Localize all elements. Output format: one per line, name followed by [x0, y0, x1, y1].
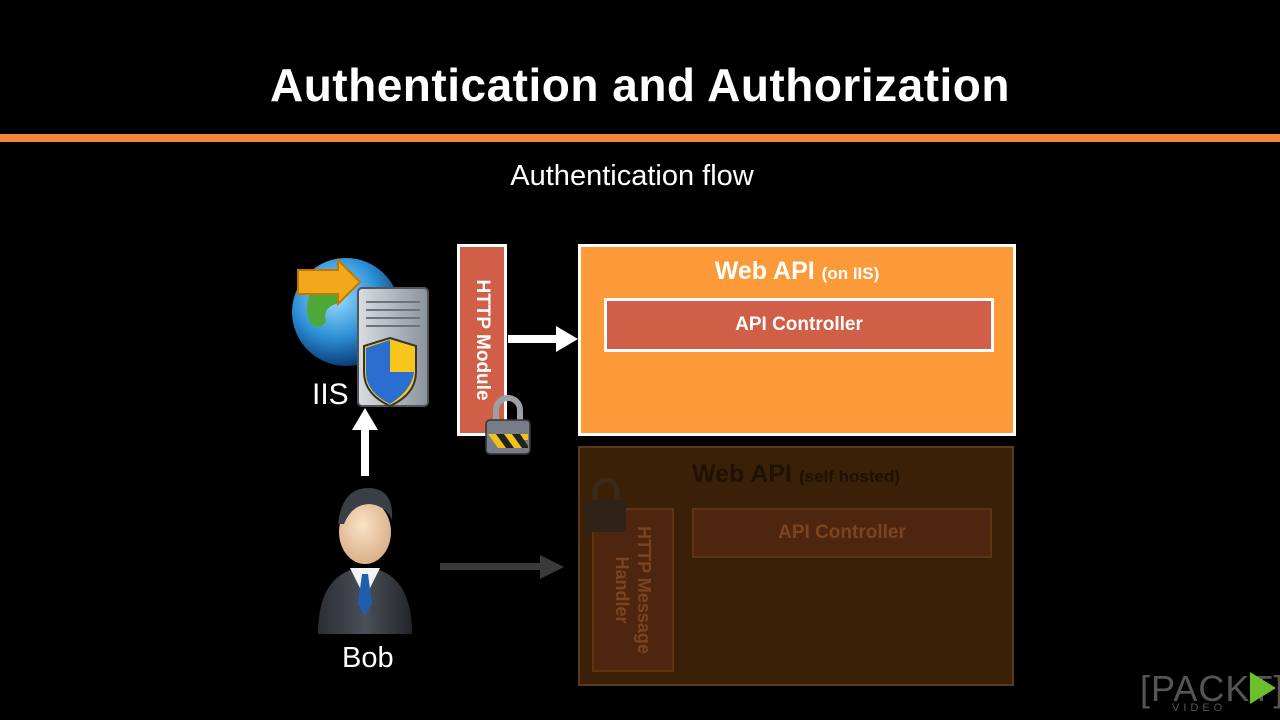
- faded-padlock-icon: [586, 477, 626, 532]
- user-bob-icon: [318, 488, 412, 634]
- web-api-iis-qualifier: (on IIS): [821, 264, 880, 283]
- iis-server-icon: [292, 257, 429, 408]
- web-api-iis-title: Web API (on IIS): [581, 257, 1013, 286]
- api-controller-self: API Controller: [692, 508, 992, 558]
- web-api-self-name: Web API: [691, 460, 792, 488]
- iis-label: IIS: [312, 378, 349, 411]
- play-logo-icon: [1250, 672, 1276, 704]
- web-api-iis-name: Web API: [714, 257, 815, 285]
- arrow-bob-to-iis: [352, 408, 378, 476]
- bob-label: Bob: [342, 642, 394, 674]
- web-api-self-qualifier: (self hosted): [798, 467, 901, 486]
- slide-subtitle: Authentication flow: [510, 160, 754, 192]
- title-divider: [0, 134, 1280, 142]
- slide-title: Authentication and Authorization: [269, 59, 1010, 111]
- web-api-self-title: Web API (self hosted): [580, 460, 1012, 489]
- http-module-label: HTTP Module: [472, 279, 493, 401]
- arrow-module-to-api: [508, 326, 578, 352]
- api-controller-iis: API Controller: [604, 298, 994, 352]
- padlock-icon: [485, 395, 531, 455]
- arrow-bob-to-self-hosted: [440, 555, 564, 579]
- packt-logo-sub: VIDEO: [1172, 702, 1227, 714]
- http-message-handler-label: HTTP Message Handler: [612, 526, 654, 654]
- http-message-handler-box: HTTP Message Handler: [592, 508, 674, 672]
